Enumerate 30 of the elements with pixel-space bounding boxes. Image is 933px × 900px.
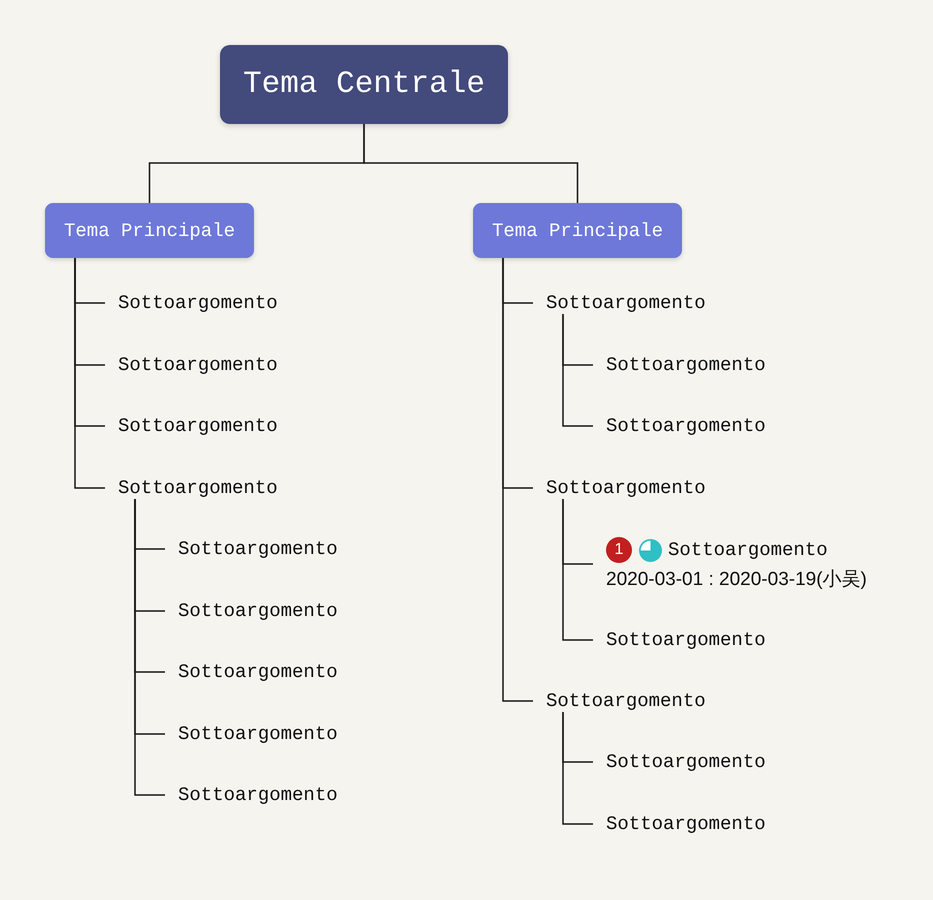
- subtopic-text: Sottoargomento: [170, 784, 338, 806]
- subtopic-text: Sottoargomento: [110, 292, 278, 314]
- subtopic-text: Sottoargomento: [538, 292, 706, 314]
- subtopic-text: Sottoargomento: [110, 415, 278, 437]
- subtopic-text: Sottoargomento: [598, 629, 766, 651]
- connector-line: [562, 499, 593, 641]
- subtopic-text: Sottoargomento: [170, 723, 338, 745]
- subtopic-text: Sottoargomento: [170, 661, 338, 683]
- connector-line: [502, 258, 533, 702]
- main-topic-box: Tema Principale: [473, 203, 682, 258]
- subtopic-text: Sottoargomento: [538, 477, 706, 499]
- connector-line: [562, 314, 593, 427]
- subtopic-text: Sottoargomento: [598, 813, 766, 835]
- subtopic-text: Sottoargomento: [110, 477, 278, 499]
- subtopic-text: Sottoargomento: [110, 354, 278, 376]
- subtopic-text: Sottoargomento: [598, 354, 766, 376]
- priority-marker: 1: [606, 537, 632, 563]
- connector-line: [363, 124, 578, 203]
- subtopic-text: Sottoargomento: [538, 690, 706, 712]
- connector-line: [74, 258, 105, 489]
- main-topic-box: Tema Principale: [45, 203, 254, 258]
- central-topic-box: Tema Centrale: [220, 45, 508, 124]
- subtopic-text: Sottoargomento: [598, 415, 766, 437]
- subtopic-text: Sottoargomento: [598, 751, 766, 773]
- subtopic-text: Sottoargomento: [170, 600, 338, 622]
- date-range-text: 2020-03-01 : 2020-03-19(小吴): [606, 569, 867, 591]
- subtopic-text: Sottoargomento: [170, 538, 338, 560]
- connector-line: [562, 712, 593, 825]
- connector-line: [134, 499, 165, 796]
- subtopic-text: Sottoargomento: [668, 539, 828, 561]
